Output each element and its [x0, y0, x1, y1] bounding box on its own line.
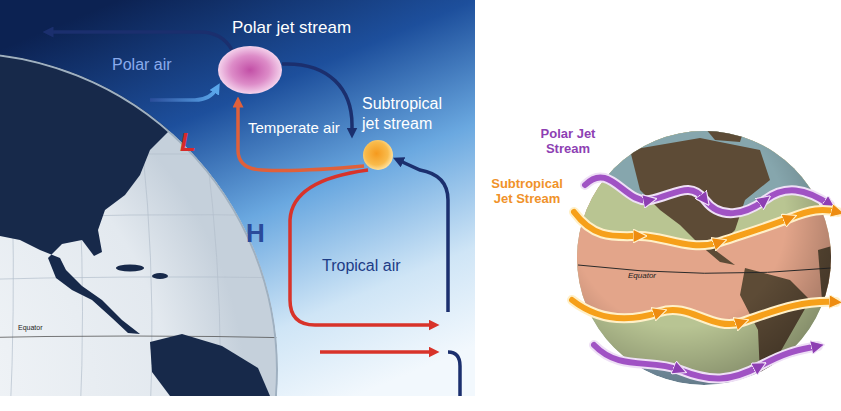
jet-streams [574, 210, 838, 245]
label-slot: Equator [628, 271, 656, 281]
jet-streams [572, 300, 836, 324]
right-globe [577, 131, 831, 385]
circulation-arrow [398, 160, 448, 312]
equator-line [0, 336, 300, 338]
air-mass-label: Temperate air [248, 119, 340, 137]
label-slot: Equator [18, 324, 43, 332]
jet-streams [594, 345, 818, 379]
jet-label: Polar jet stream [232, 18, 351, 38]
high-pressure-mark: H [246, 218, 265, 249]
circulation-arrow [150, 88, 217, 100]
equator-label: Equator [628, 271, 656, 281]
jet-label: Polar Jet Stream [528, 126, 608, 156]
jet-streams [594, 345, 818, 379]
circulation-arrow [290, 170, 434, 325]
air-mass-label: Polar air [112, 55, 172, 74]
label-slot: Polar Jet Stream [528, 126, 608, 156]
jet-streams [585, 177, 830, 213]
air-mass-label: Tropical air [322, 256, 401, 275]
jet-label: Subtropical jet stream [362, 94, 462, 134]
polar-jet-core [218, 46, 282, 94]
jet-streams [572, 300, 836, 324]
label-slot: Polar jet stream [232, 18, 351, 38]
label-slot: Tropical air [322, 256, 401, 275]
jet-label: Subtropical Jet Stream [484, 176, 570, 206]
globe [0, 0, 300, 396]
label-slot: Subtropical Jet Stream [484, 176, 570, 206]
label-slot: Temperate air [248, 119, 340, 137]
grid-lines [0, 0, 300, 396]
circulation-arrow [448, 352, 460, 396]
label-slot: H [246, 218, 265, 249]
low-pressure-mark: L [180, 127, 196, 158]
circulation-arrow [320, 350, 434, 354]
north-america [0, 40, 180, 334]
island [152, 273, 168, 279]
equator-label: Equator [18, 324, 43, 332]
circulation-arrow [238, 102, 364, 171]
grid-lines [0, 277, 300, 280]
south-america [150, 334, 270, 396]
subtropical-jet-core [363, 140, 393, 170]
jet-streams [585, 177, 830, 213]
jet-streams [574, 210, 838, 245]
globe [0, 53, 277, 396]
left-panel [0, 0, 475, 396]
label-slot: Polar air [112, 55, 172, 74]
island [116, 265, 144, 272]
right-globe [577, 131, 831, 385]
jet-streams [572, 177, 838, 378]
label-slot: L [180, 127, 196, 158]
label-slot: Subtropical jet stream [362, 94, 462, 134]
circulation-arrow [48, 32, 232, 50]
